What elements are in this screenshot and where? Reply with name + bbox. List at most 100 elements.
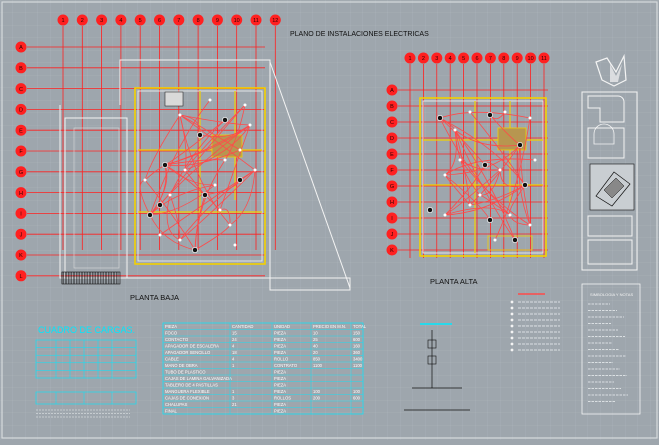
axis-bubble-col <box>96 14 108 26</box>
axis-bubble-row <box>15 228 27 240</box>
axis-bubble-row <box>15 62 27 74</box>
garage-inner <box>73 127 120 269</box>
materials-cell: 150 <box>353 331 361 336</box>
planta-baja-fixtures <box>143 98 257 253</box>
outlet <box>528 223 532 227</box>
axis-bubble-col <box>269 14 281 26</box>
materials-cell: 15 <box>232 331 237 336</box>
load-table-title: CUADRO DE CARGAS. <box>38 325 135 335</box>
axis-label-col: 1 <box>408 56 411 62</box>
outlet <box>478 193 482 197</box>
axis-bubble-col <box>538 52 550 64</box>
materials-cell: 100 <box>313 389 321 394</box>
materials-cell: ROLLO <box>274 357 289 362</box>
materials-cell: PIEZA <box>274 376 286 381</box>
axis-label-row: K <box>390 248 394 254</box>
outlet <box>458 158 462 162</box>
materials-cell: MANO DE OBRA <box>165 363 198 368</box>
axis-bubble-col <box>192 14 204 26</box>
axis-label-col: 6 <box>475 56 478 62</box>
axis-bubble-col <box>211 14 223 26</box>
light-fixture <box>487 112 493 118</box>
materials-cell: CONTACTO <box>165 337 189 342</box>
outlet <box>528 116 532 120</box>
axis-label-row: K <box>19 253 23 259</box>
materials-header-cell: PRECIO EN M.N. <box>313 324 346 329</box>
materials-cell: 3 <box>232 396 235 401</box>
materials-cell: PIEZA <box>274 402 286 407</box>
materials-cell: CABLE <box>165 357 179 362</box>
axis-label-row: G <box>390 184 394 190</box>
axis-bubble-row <box>386 164 398 176</box>
materials-cell: PIEZA <box>274 370 286 375</box>
outlet <box>493 238 497 242</box>
outlet <box>223 158 227 162</box>
upper-balcony <box>487 235 533 251</box>
axis-label-row: G <box>19 170 23 176</box>
axis-bubble-row <box>15 207 27 219</box>
axis-label-row: A <box>390 88 394 94</box>
outlet <box>208 98 212 102</box>
drawing-title: PLANO DE INSTALACIONES ELECTRICAS <box>290 31 429 38</box>
axis-bubble-row <box>386 100 398 112</box>
outlet <box>468 203 472 207</box>
planta-baja-plan[interactable] <box>59 59 351 291</box>
materials-cell: ROLLOS <box>274 396 291 401</box>
axis-label-row: D <box>390 136 394 142</box>
light-fixture <box>437 115 443 121</box>
outlet <box>233 243 237 247</box>
axis-label-col: 3 <box>435 56 438 62</box>
axis-bubble-row <box>386 212 398 224</box>
axis-label-row: L <box>19 274 22 280</box>
load-table[interactable]: CUADRO DE CARGAS. <box>35 325 137 418</box>
axis-label-col: 4 <box>449 56 452 62</box>
planta-alta-label: PLANTA ALTA <box>430 277 478 286</box>
planta-alta-wiring <box>439 111 536 241</box>
axis-bubble-row <box>15 145 27 157</box>
materials-cell: CHALUPAS <box>165 402 187 407</box>
axis-bubble-col <box>471 52 483 64</box>
axis-bubble-row <box>386 180 398 192</box>
axis-label-row: E <box>390 152 394 158</box>
axis-label-row: B <box>19 66 23 72</box>
materials-header-cell: UNIDAD <box>274 324 290 329</box>
light-fixture <box>192 247 198 253</box>
axis-bubble-row <box>386 116 398 128</box>
axis-label-col: 7 <box>177 18 180 24</box>
axis-bubble-col <box>417 52 429 64</box>
axis-label-row: E <box>19 128 23 134</box>
axis-label-col: 7 <box>489 56 492 62</box>
logo-mark <box>595 53 627 87</box>
upper-walls-outer <box>419 97 547 257</box>
materials-header-cell: CANTIDAD <box>232 324 253 329</box>
axis-bubble-row <box>386 244 398 256</box>
upper-walls-inner <box>422 100 544 254</box>
axis-label-col: 9 <box>216 18 219 24</box>
light-fixture <box>162 162 168 168</box>
light-fixture <box>487 217 493 223</box>
materials-cell: APAGADOR SENCILLO <box>165 350 211 355</box>
axis-bubble-col <box>115 14 127 26</box>
axis-bubble-row <box>386 132 398 144</box>
axis-label-col: 5 <box>462 56 465 62</box>
outlet <box>498 168 502 172</box>
axis-bubble-col <box>444 52 456 64</box>
axis-label-col: 10 <box>528 56 534 62</box>
materials-cell: TUBO DE PLASTICO <box>165 370 206 375</box>
axis-bubble-col <box>431 52 443 64</box>
materials-cell: 3400 <box>353 357 363 362</box>
light-fixture <box>517 142 523 148</box>
axis-bubble-col <box>134 14 146 26</box>
planta-alta-plan[interactable] <box>419 97 547 257</box>
title-block-frame <box>581 91 638 271</box>
axis-bubble-row <box>386 196 398 208</box>
light-fixture <box>427 207 433 213</box>
materials-cell: CAJAS DE LAMINA GALVANIZADA <box>165 376 232 381</box>
axis-bubble-col <box>76 14 88 26</box>
materials-cell: PIEZA <box>274 337 286 342</box>
materials-cell: 360 <box>353 350 361 355</box>
